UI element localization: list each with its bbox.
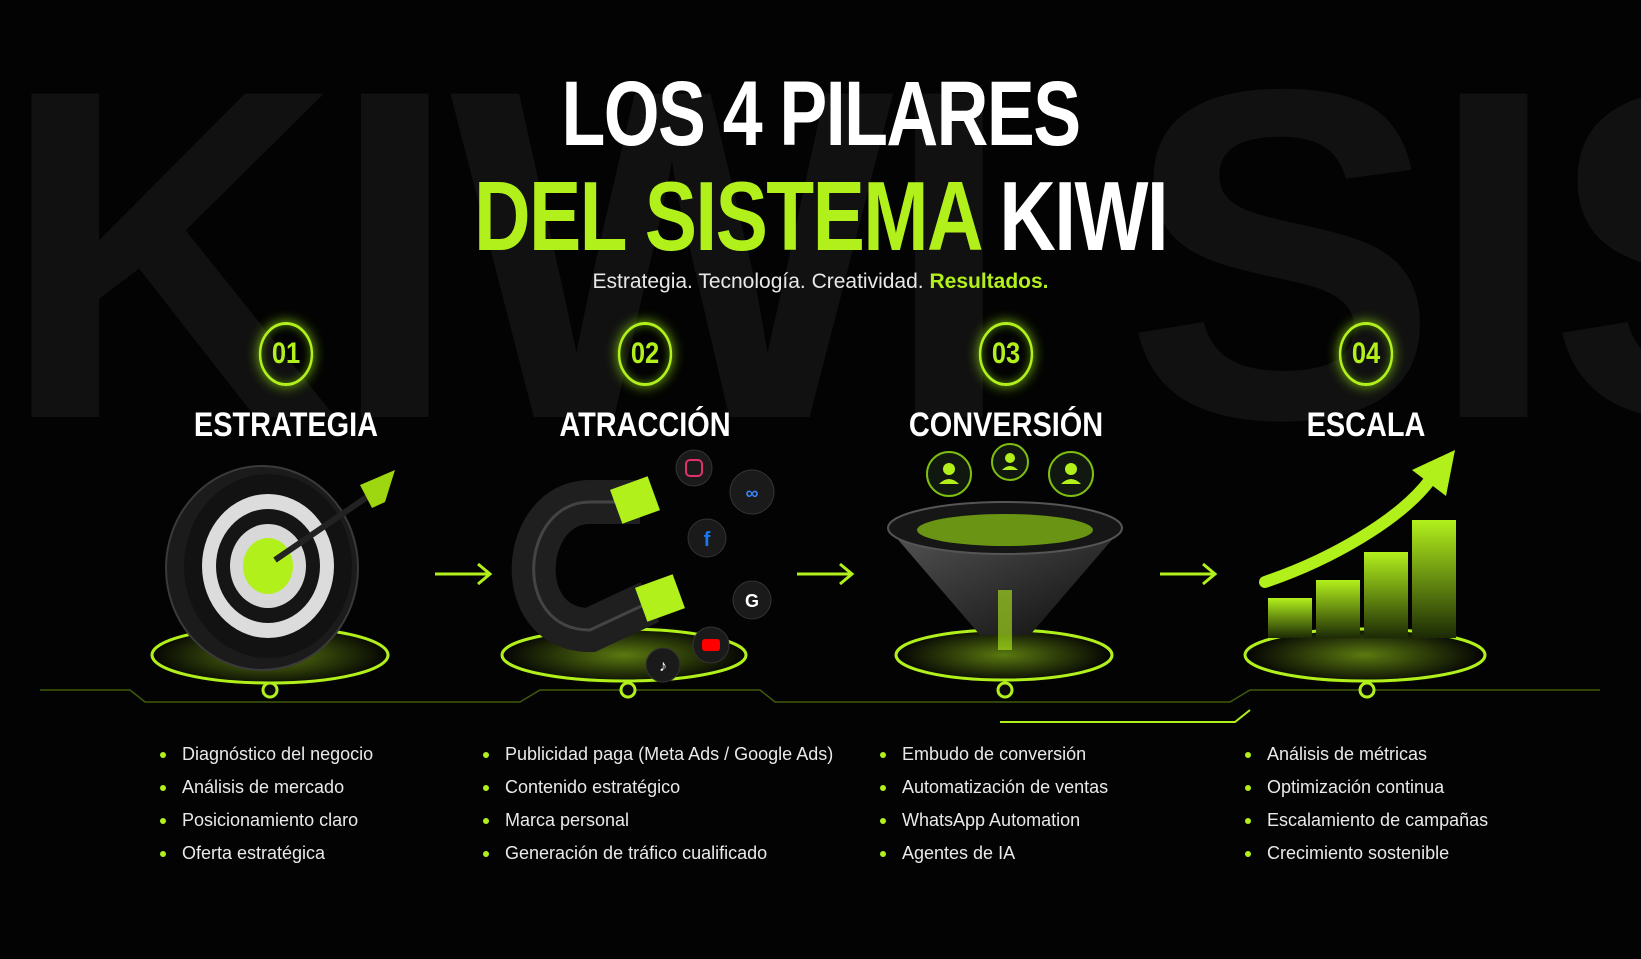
pillar-4-header: 04 ESCALA [1216, 322, 1516, 445]
list-item: Embudo de conversión [880, 738, 1108, 771]
pillar-3-number: 03 [978, 322, 1034, 386]
list-item: Posicionamiento claro [160, 804, 373, 837]
pillar-1-list: Diagnóstico del negocio Análisis de merc… [160, 738, 373, 870]
list-item: Escalamiento de campañas [1245, 804, 1488, 837]
title-line-2-white: KIWI [979, 161, 1168, 271]
pillar-3-name: CONVERSIÓN [908, 406, 1104, 444]
pillar-4-list: Análisis de métricas Optimización contin… [1245, 738, 1488, 870]
background-watermark-text: KIWI SISTEMA [0, 20, 1641, 490]
pillar-3-header: 03 CONVERSIÓN [856, 322, 1156, 445]
pillar-2-name: ATRACCIÓN [559, 406, 731, 444]
title-line-2: DEL SISTEMA KIWI [164, 160, 1477, 273]
list-item: Publicidad paga (Meta Ads / Google Ads) [483, 738, 833, 771]
pillar-2-header: 02 ATRACCIÓN [495, 322, 795, 445]
svg-text:♪: ♪ [659, 658, 667, 675]
list-item: Oferta estratégica [160, 837, 373, 870]
arrow-icon [1160, 562, 1218, 586]
growth-chart-icon [1243, 450, 1487, 699]
list-item: WhatsApp Automation [880, 804, 1108, 837]
pillar-4-name: ESCALA [1306, 406, 1426, 444]
list-item: Análisis de métricas [1245, 738, 1488, 771]
arrow-icon [797, 562, 855, 586]
arrow-icon [435, 562, 493, 586]
list-item: Diagnóstico del negocio [160, 738, 373, 771]
title-line-1: LOS 4 PILARES [561, 63, 1081, 165]
svg-text:f: f [704, 529, 711, 551]
pillar-2-number: 02 [617, 322, 673, 386]
list-item: Optimización continua [1245, 771, 1488, 804]
list-item: Automatización de ventas [880, 771, 1108, 804]
list-item: Análisis de mercado [160, 771, 373, 804]
list-item: Crecimiento sostenible [1245, 837, 1488, 870]
subtitle: Estrategia. Tecnología. Creatividad. Res… [0, 270, 1641, 294]
list-item: Contenido estratégico [483, 771, 833, 804]
funnel-icon [887, 443, 1123, 699]
pillar-4-number: 04 [1338, 322, 1394, 386]
magnet-icon: ∞ f G ♪ [500, 449, 775, 699]
target-dart-icon [150, 465, 395, 699]
subtitle-highlight: Resultados. [929, 270, 1049, 293]
pillar-3-list: Embudo de conversión Automatización de v… [880, 738, 1108, 870]
pillar-1-number: 01 [258, 322, 314, 386]
illustrations-stage: ∞ f G ♪ [40, 443, 1600, 723]
list-item: Marca personal [483, 804, 833, 837]
list-item: Agentes de IA [880, 837, 1108, 870]
title-line-2-green: DEL SISTEMA [473, 161, 981, 271]
svg-text:∞: ∞ [746, 483, 759, 503]
svg-text:G: G [745, 591, 759, 611]
subtitle-plain: Estrategia. Tecnología. Creatividad. [592, 270, 930, 293]
pillar-1-header: 01 ESTRATEGIA [136, 322, 436, 445]
list-item: Generación de tráfico cualificado [483, 837, 833, 870]
pillar-2-list: Publicidad paga (Meta Ads / Google Ads) … [483, 738, 833, 870]
pillar-1-name: ESTRATEGIA [193, 406, 379, 444]
